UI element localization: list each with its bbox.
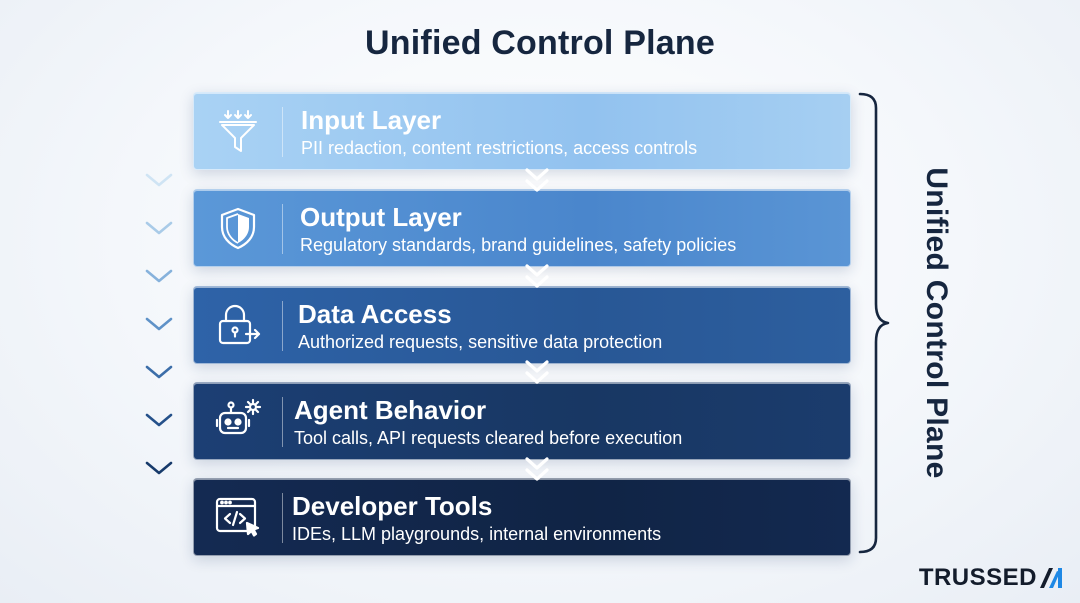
card-divider: [282, 204, 283, 254]
side-label: Unified Control Plane: [920, 167, 953, 479]
card-divider: [282, 397, 283, 447]
code-window-icon: [214, 493, 262, 541]
flow-chevron-icon: [523, 358, 551, 388]
lock-arrow-icon: [214, 301, 262, 349]
chevron-down-icon: [144, 172, 174, 188]
card-divider: [282, 301, 283, 351]
output-layer-card: Output Layer Regulatory standards, brand…: [193, 189, 851, 267]
layer-description: Regulatory standards, brand guidelines, …: [300, 235, 737, 255]
card-divider: [282, 493, 283, 543]
layer-name: Agent Behavior: [294, 395, 487, 425]
layer-name: Developer Tools: [292, 491, 493, 521]
agent-behavior-card: Agent Behavior Tool calls, API requests …: [193, 382, 851, 460]
chevron-down-icon: [144, 268, 174, 284]
layer-name: Input Layer: [301, 105, 442, 135]
layer-description: Tool calls, API requests cleared before …: [294, 428, 683, 448]
chevron-down-icon: [144, 220, 174, 236]
brand-mark-icon: [1038, 566, 1064, 590]
page-title: Unified Control Plane: [365, 24, 715, 62]
layer-description: IDEs, LLM playgrounds, internal environm…: [292, 524, 662, 544]
chevron-down-icon: [144, 412, 174, 428]
layer-name: Data Access: [298, 299, 452, 329]
data-access-card: Data Access Authorized requests, sensiti…: [193, 286, 851, 364]
brand-logo: TRUSSED: [918, 564, 1064, 591]
layer-name: Output Layer: [300, 202, 462, 232]
developer-tools-card: Developer Tools IDEs, LLM playgrounds, i…: [193, 478, 851, 556]
flow-chevron-icon: [523, 262, 551, 292]
chevron-down-icon: [144, 316, 174, 332]
curly-brace: [858, 92, 890, 554]
card-divider: [282, 107, 283, 157]
flow-chevron-icon: [523, 455, 551, 485]
flow-chevron-icon: [523, 166, 551, 196]
layer-description: PII redaction, content restrictions, acc…: [301, 138, 698, 158]
input-layer-card: Input Layer PII redaction, content restr…: [193, 92, 851, 170]
chevron-down-icon: [144, 460, 174, 476]
shield-icon: [214, 204, 262, 252]
brand-text: TRUSSED: [918, 564, 1037, 591]
layer-description: Authorized requests, sensitive data prot…: [298, 332, 663, 352]
chevron-down-icon: [144, 364, 174, 380]
funnel-icon: [214, 107, 262, 155]
robot-gear-icon: [214, 397, 262, 445]
